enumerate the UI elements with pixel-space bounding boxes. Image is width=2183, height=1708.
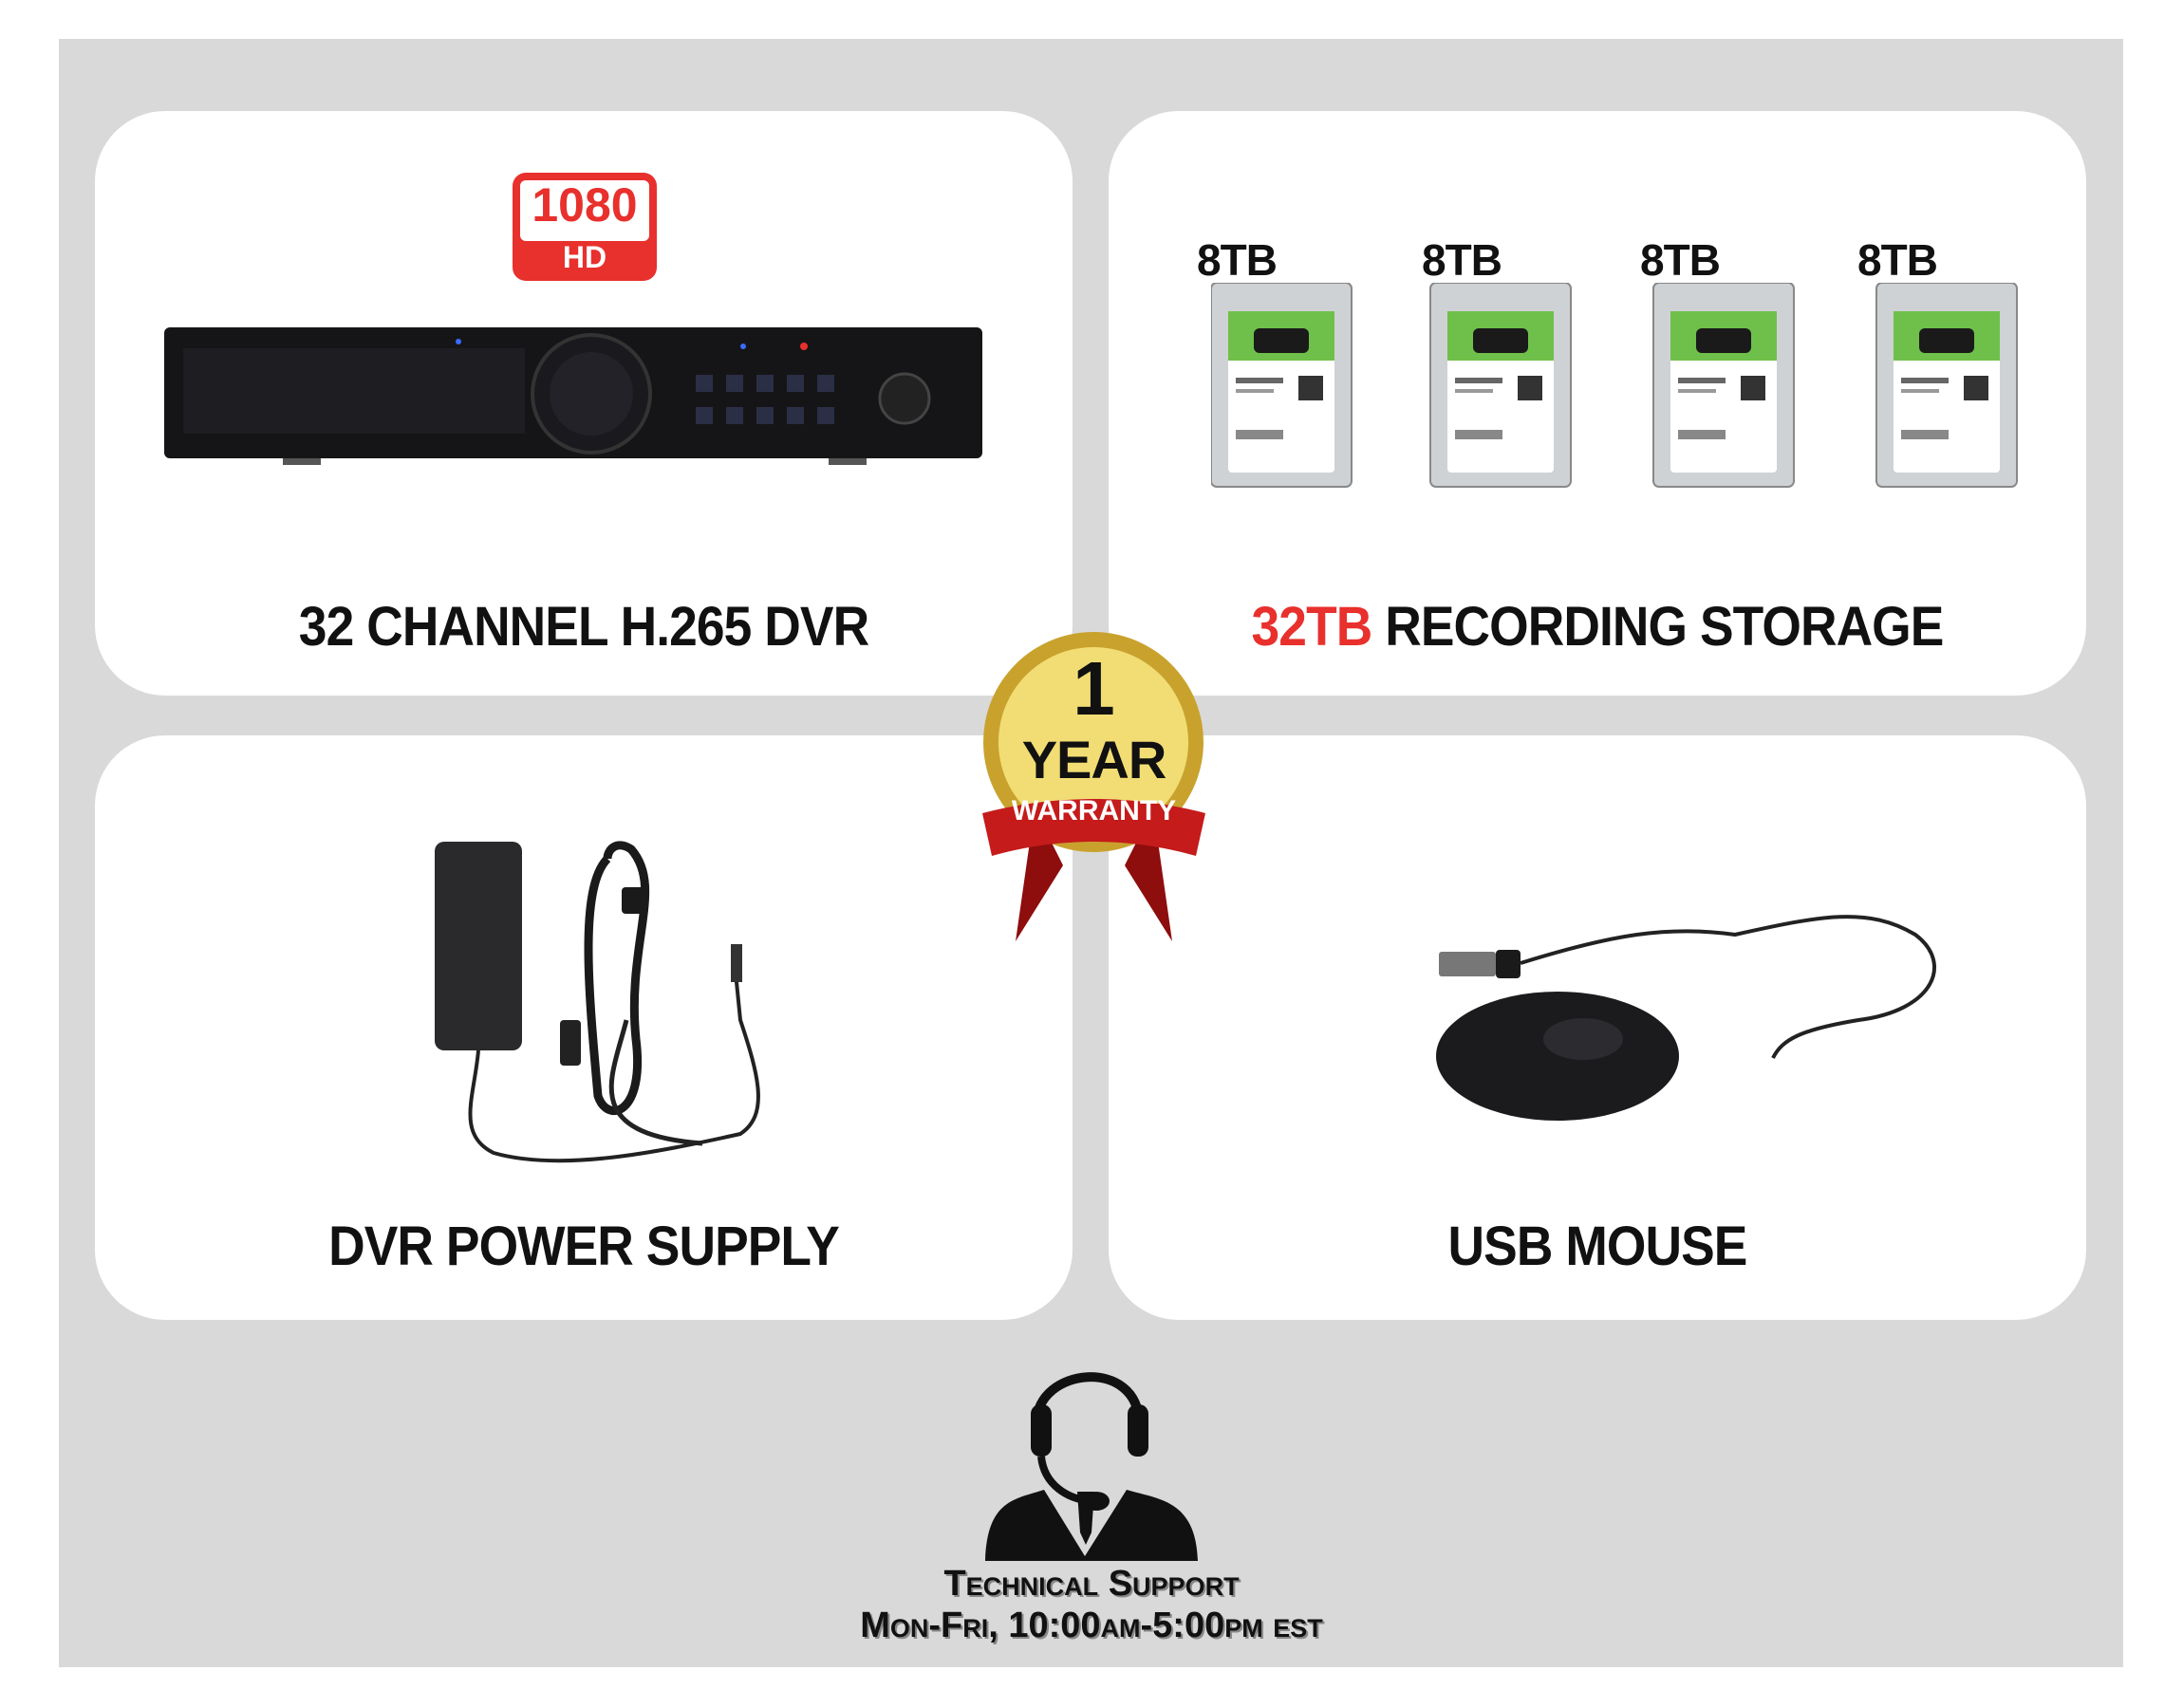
- storage-title-text: RECORDING STORAGE: [1371, 596, 1944, 658]
- storage-card: 8TB 8TB 8TB 8TB 32TB RECORDING STORAGE: [1109, 111, 2086, 696]
- dvr-title: 32 CHANNEL H.265 DVR: [298, 596, 869, 658]
- power-supply-card: DVR POWER SUPPLY: [95, 735, 1073, 1320]
- support-title: Technical Support: [943, 1564, 1240, 1604]
- drive-capacity: 8TB: [1422, 235, 1502, 285]
- badge-hd: HD: [562, 240, 607, 274]
- usb-mouse-image: [1436, 915, 1936, 1121]
- power-supply-image: [435, 841, 760, 1163]
- badge-1080: 1080: [532, 178, 638, 232]
- warranty-year: YEAR: [1021, 730, 1167, 789]
- warranty-number: 1: [1073, 646, 1115, 731]
- hard-drives-image: [1211, 283, 2018, 488]
- mouse-title: USB MOUSE: [1447, 1216, 1748, 1277]
- power-supply-title: DVR POWER SUPPLY: [328, 1216, 840, 1277]
- drive-capacity: 8TB: [1857, 235, 1938, 285]
- storage-title: 32TB RECORDING STORAGE: [1147, 595, 2047, 659]
- warranty-seal: [982, 632, 1205, 941]
- dvr-card: 1080 HD 32 CHANNEL H.265 DVR: [95, 111, 1073, 696]
- support-hours: Mon-Fri, 10:00am-5:00pm est: [860, 1606, 1323, 1645]
- drive-capacity: 8TB: [1640, 235, 1721, 285]
- drive-capacity: 8TB: [1197, 235, 1278, 285]
- warranty-ribbon-text: WARRANTY: [1011, 795, 1177, 826]
- mouse-card: USB MOUSE: [1109, 735, 2086, 1320]
- 1080-hd-badge: [513, 173, 657, 281]
- storage-capacity-highlight: 32TB: [1251, 596, 1373, 658]
- headset-support-icon: [985, 1372, 1198, 1561]
- dvr-device-image: [164, 327, 982, 465]
